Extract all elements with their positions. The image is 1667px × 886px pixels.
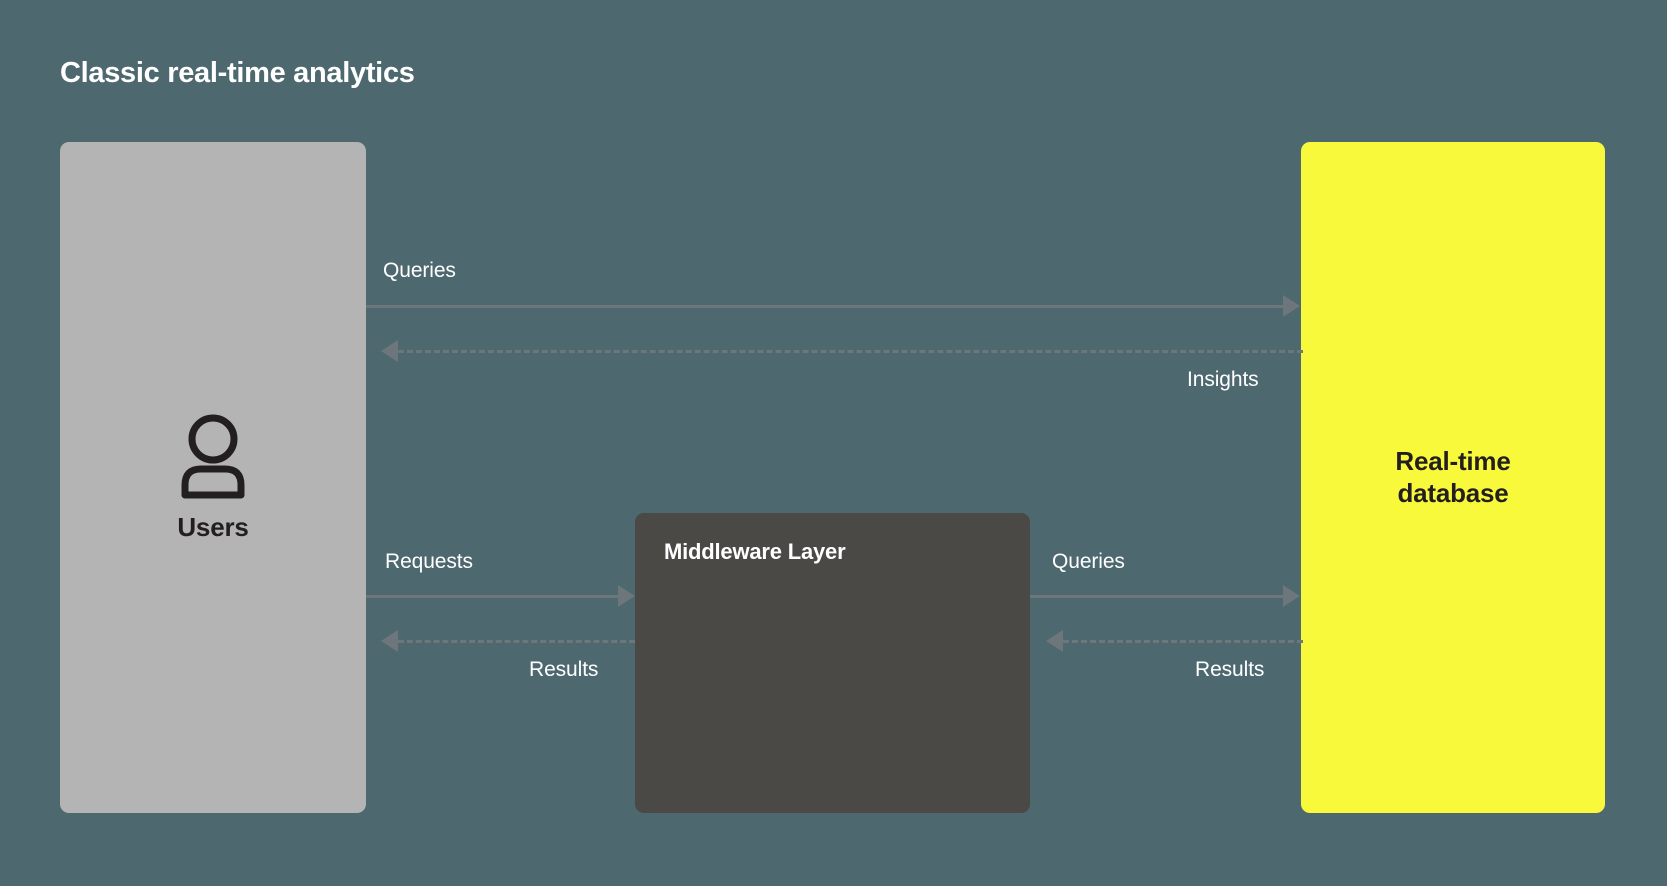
edge-label-results-left: Results [529,658,599,681]
edge-database-to-middleware-results-arrowhead [1046,630,1063,652]
node-database-label: Real-time database [1395,446,1510,508]
node-database-label-line1: Real-time [1395,446,1511,477]
node-database[interactable]: Real-time database [1301,142,1605,813]
page-title: Classic real-time analytics [60,57,415,89]
node-middleware[interactable]: Middleware Layer [635,513,1030,813]
edge-label-results-right: Results [1195,658,1265,681]
edge-label-insights: Insights [1187,368,1259,391]
edge-users-to-database-queries-line [366,305,1283,308]
edge-database-to-users-insights-arrowhead [381,340,398,362]
node-database-label-line2: database [1397,477,1509,508]
edge-users-to-middleware-requests-arrowhead [618,585,635,607]
edge-users-to-middleware-requests-line [366,595,618,598]
edge-label-queries-bottom: Queries [1052,550,1125,573]
node-users-label: Users [177,511,249,542]
user-person-icon [173,413,253,504]
edge-middleware-to-users-results-arrowhead [381,630,398,652]
edge-middleware-to-database-queries-arrowhead [1283,585,1300,607]
edge-middleware-to-users-results-line [398,640,635,643]
edge-users-to-database-queries-arrowhead [1283,295,1300,317]
node-users[interactable]: Users [60,142,366,813]
edge-middleware-to-database-queries-line [1030,595,1283,598]
node-middleware-label: Middleware Layer [664,539,846,564]
edge-label-requests: Requests [385,550,473,573]
edge-database-to-users-insights-line [398,350,1303,353]
edge-label-queries-top: Queries [383,259,456,282]
edge-database-to-middleware-results-line [1063,640,1303,643]
